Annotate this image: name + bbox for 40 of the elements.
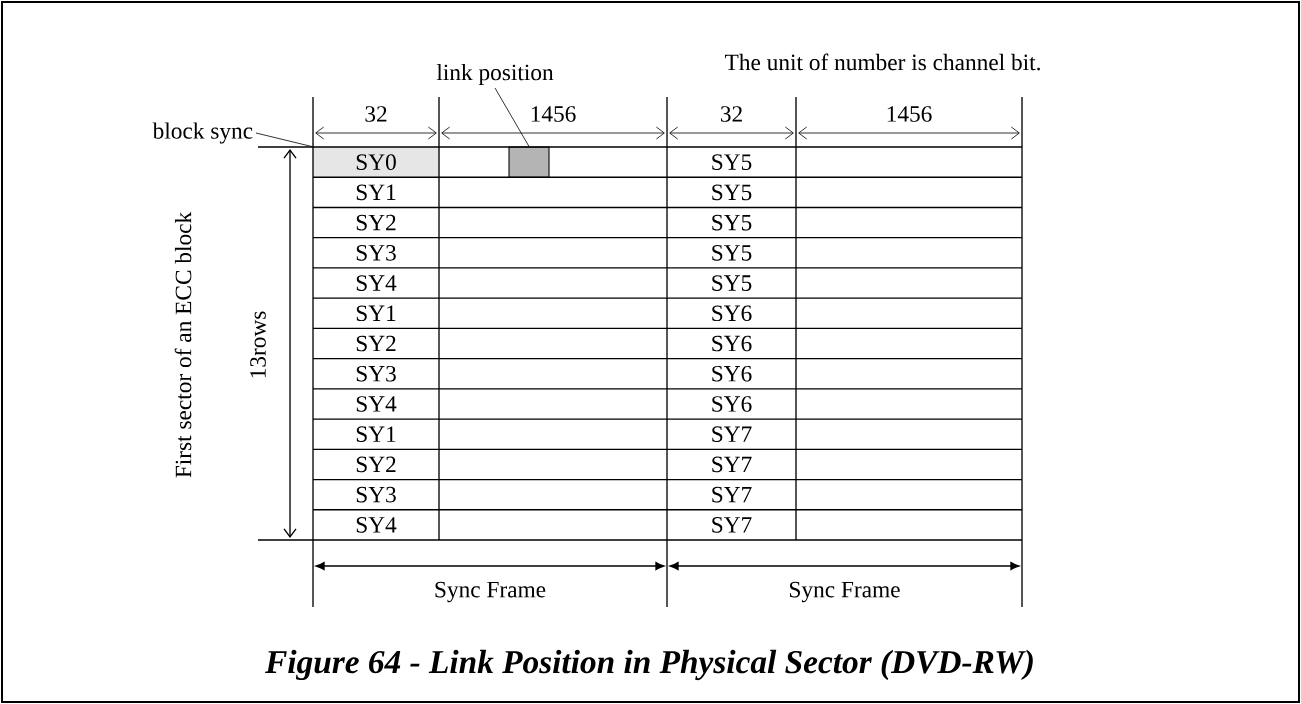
table-cell: SY6	[712, 335, 752, 352]
dimension-label: 13rows	[250, 311, 266, 378]
link-marker	[508, 146, 550, 178]
table-cell: SY6	[712, 305, 752, 322]
callout-label: block sync	[152, 122, 253, 144]
table-cell: SY3	[356, 486, 396, 503]
table-cell: SY1	[356, 305, 396, 322]
table-cell: SY2	[356, 456, 396, 473]
table-cell: SY7	[712, 486, 752, 503]
leader-line	[494, 87, 530, 147]
table-cell: SY1	[356, 426, 396, 443]
leader-line	[255, 132, 314, 148]
side-label: First sector of an ECC block	[174, 211, 192, 478]
table-cell: SY6	[712, 396, 752, 412]
table-cell: SY0	[313, 147, 439, 178]
dimension-label: 1456	[887, 106, 932, 122]
table-cell: SY3	[356, 244, 396, 261]
table-cell: SY4	[356, 275, 397, 291]
figure-caption: Figure 64 - Link Position in Physical Sector (DVD-RW)	[265, 649, 1033, 681]
table-cell: SY5	[712, 184, 752, 201]
dimension-label: Sync Frame	[435, 581, 546, 603]
table-cell: SY3	[356, 365, 396, 382]
callout-label: link position	[436, 63, 554, 86]
table-cell: SY7	[712, 456, 752, 473]
table-cell: SY5	[712, 244, 752, 261]
table-cell: SY4	[356, 517, 397, 533]
table-cell: SY5	[712, 154, 752, 170]
table-cell: SY6	[712, 365, 752, 382]
table-cell: SY2	[356, 335, 396, 352]
table-cell: SY4	[356, 396, 397, 412]
dimension-label: 1456	[531, 106, 576, 122]
table-cell: SY2	[356, 214, 396, 231]
dimension-label: 32	[720, 106, 742, 122]
table-cell: SY7	[712, 517, 752, 533]
table-cell: SY7	[712, 426, 752, 443]
dimension-label: Sync Frame	[790, 581, 900, 603]
dimension-label: 32	[365, 106, 387, 122]
table-cell: SY5	[712, 275, 752, 291]
note: The unit of number is channel bit.	[725, 53, 1040, 71]
table-cell: SY5	[712, 214, 752, 231]
